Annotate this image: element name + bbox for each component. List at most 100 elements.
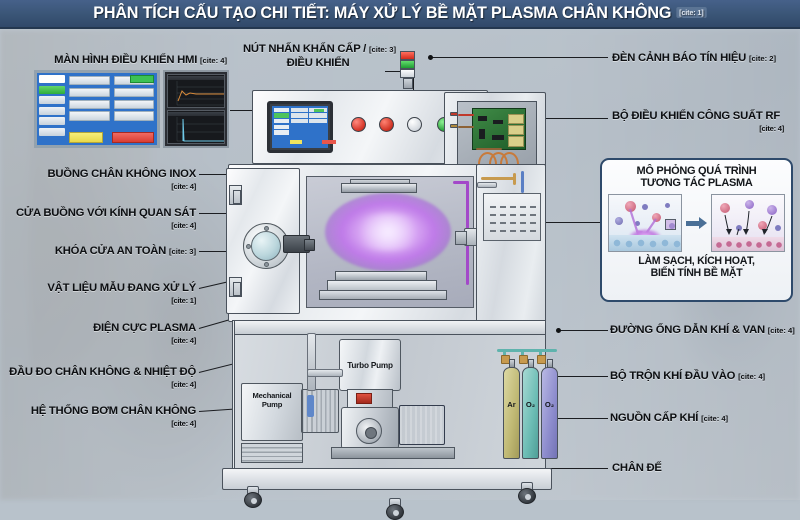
hmi-menu-column[interactable] (37, 73, 67, 145)
reset-button[interactable] (407, 117, 422, 132)
label-interlock-citation: [cite: 3] (168, 247, 196, 256)
hmi-warning-button[interactable] (69, 132, 103, 143)
plasma-simulation-inset: MÔ PHỎNG QUÁ TRÌNH TƯƠNG TÁC PLASMA (600, 158, 793, 302)
leader-line-gas-lines (560, 330, 608, 332)
hmi-control-cell[interactable] (69, 111, 110, 121)
door-hinge-upper (229, 185, 242, 205)
simulation-caption-line2: BIẾN TÍNH BỀ MẶT (650, 267, 743, 280)
page-title-text: PHÂN TÍCH CẤU TẠO CHI TIẾT: MÁY XỬ LÝ BỀ… (93, 4, 672, 22)
rf-terminal-red (450, 112, 458, 116)
machine-hmi-cell (290, 118, 308, 124)
label-tower-lamp: ĐÈN CẢNH BÁO TÍN HIỆU [cite: 2] (612, 52, 776, 66)
rf-wire-red (458, 113, 474, 116)
label-chamber-text: BUỒNG CHÂN KHÔNG INOX (47, 168, 196, 180)
label-pumps: HỆ THỐNG BƠM CHÂN KHÔNG [cite: 4] (0, 405, 196, 430)
gas-valve[interactable] (537, 355, 546, 364)
viewport-screw (246, 244, 251, 249)
hmi-menu-item[interactable] (39, 117, 65, 126)
chamber-door[interactable] (226, 168, 315, 314)
label-hmi-text: MÀN HÌNH ĐIỀU KHIỂN HMI (54, 54, 198, 66)
stop-button[interactable] (379, 117, 394, 132)
viewport-screw (264, 262, 269, 267)
label-gas-lines-text: ĐƯỜNG ỐNG DẪN KHÍ & VAN (610, 324, 765, 336)
ion-particle (745, 199, 754, 209)
hmi-control-cell[interactable] (113, 111, 154, 121)
machine-hmi-screen[interactable] (267, 101, 336, 153)
vessel-marking (490, 206, 536, 208)
trend-chart-title-bar (168, 112, 224, 116)
diagram-canvas: PHÂN TÍCH CẤU TẠO CHI TIẾT: MÁY XỬ LÝ BỀ… (0, 0, 800, 500)
hmi-menu-item[interactable] (39, 75, 65, 83)
hmi-stop-button[interactable] (112, 132, 154, 143)
hmi-menu-item[interactable] (39, 96, 65, 105)
label-emergency-stop-citation: [cite: 3] (368, 45, 396, 54)
hmi-control-cell[interactable] (69, 76, 110, 86)
machine-hmi-menu-item (273, 130, 289, 135)
hmi-control-cell[interactable] (69, 99, 110, 109)
leader-dot-tower-lamp (428, 54, 433, 60)
caster-wheel (386, 504, 404, 520)
substrate-atoms (611, 236, 681, 249)
door-safety-interlock-latch[interactable] (283, 235, 315, 253)
ion-particle (736, 224, 742, 231)
page-title-citation: [cite: 1] (676, 7, 707, 18)
gas-valve[interactable] (519, 355, 528, 364)
hmi-menu-item[interactable] (39, 106, 65, 115)
hmi-menu-item[interactable] (39, 127, 65, 136)
leader-line-emergency-stop-horizontal (385, 71, 414, 73)
manifold-drop (521, 349, 525, 359)
gas-cylinder-argon-label: Ar (507, 399, 516, 409)
trend-chart-pressure (167, 74, 225, 108)
hmi-action-row[interactable] (69, 130, 154, 143)
pump-motor (399, 405, 445, 445)
ion-particle (775, 224, 781, 231)
caster-wheel (518, 488, 536, 504)
manifold-drop (539, 349, 543, 359)
label-pumps-citation: [cite: 4] (171, 418, 196, 428)
machine-hmi-menu (273, 107, 289, 147)
vessel-marking (490, 222, 536, 224)
label-base-frame-text: CHÂN ĐẾ (612, 462, 662, 474)
simulation-title-line1: MÔ PHỎNG QUÁ TRÌNH (636, 165, 757, 177)
label-interlock-text: KHÓA CỬA AN TOÀN (54, 245, 167, 257)
functional-groups (714, 238, 784, 250)
label-gas-source-citation: [cite: 4] (701, 414, 729, 423)
hmi-touchscreen[interactable] (34, 70, 160, 148)
label-chamber-citation: [cite: 4] (171, 181, 196, 191)
vessel-marking (490, 230, 536, 232)
leader-dot-gas-lines (556, 327, 561, 333)
leader-line-tower-lamp (432, 57, 608, 59)
gas-cylinder-oxygen-1-label: O₂ (525, 399, 536, 409)
label-sensors-text: ĐẦU ĐO CHÂN KHÔNG & NHIỆT ĐỘ (9, 366, 196, 378)
label-hmi: MÀN HÌNH ĐIỀU KHIỂN HMI [cite: 4] (0, 54, 227, 68)
hmi-status-badge (130, 75, 154, 83)
machine-hmi-red-button (322, 140, 336, 144)
pcb-chip (479, 129, 485, 139)
label-gas-lines: ĐƯỜNG ỐNG DẪN KHÍ & VAN [cite: 4] (610, 324, 795, 338)
turbo-pump-body (341, 407, 399, 449)
vacuum-line-horizontal (307, 369, 343, 377)
tower-lamp-base (402, 78, 413, 89)
title-bar: PHÂN TÍCH CẤU TẠO CHI TIẾT: MÁY XỬ LÝ BỀ… (0, 0, 800, 29)
ion-particle (758, 220, 767, 230)
hmi-control-cell[interactable] (113, 87, 154, 98)
rf-control-pcb (472, 108, 526, 150)
leader-line-rf (508, 118, 608, 120)
ion-particle (720, 202, 730, 213)
emergency-stop-button[interactable] (351, 117, 366, 132)
hmi-menu-item-active[interactable] (39, 85, 65, 94)
leader-line-interlock (199, 251, 251, 253)
mechanical-pump-label-line2: Pump (261, 400, 283, 409)
machine-hmi-display (272, 106, 328, 148)
upper-gas-piping (477, 171, 545, 193)
label-sample-text: VẬT LIỆU MẪU ĐANG XỬ LÝ (47, 282, 196, 294)
trend-chart-title-bar (168, 76, 224, 80)
simulation-title-line2: TƯƠNG TÁC PLASMA (640, 177, 753, 190)
mechanical-pump-cooling-fins (241, 443, 303, 463)
hmi-control-cell[interactable] (113, 99, 154, 109)
leader-line-hmi (230, 110, 270, 112)
ion-particle (635, 220, 640, 226)
hmi-control-cell[interactable] (69, 87, 110, 98)
label-tower-lamp-citation: [cite: 2] (748, 54, 776, 63)
